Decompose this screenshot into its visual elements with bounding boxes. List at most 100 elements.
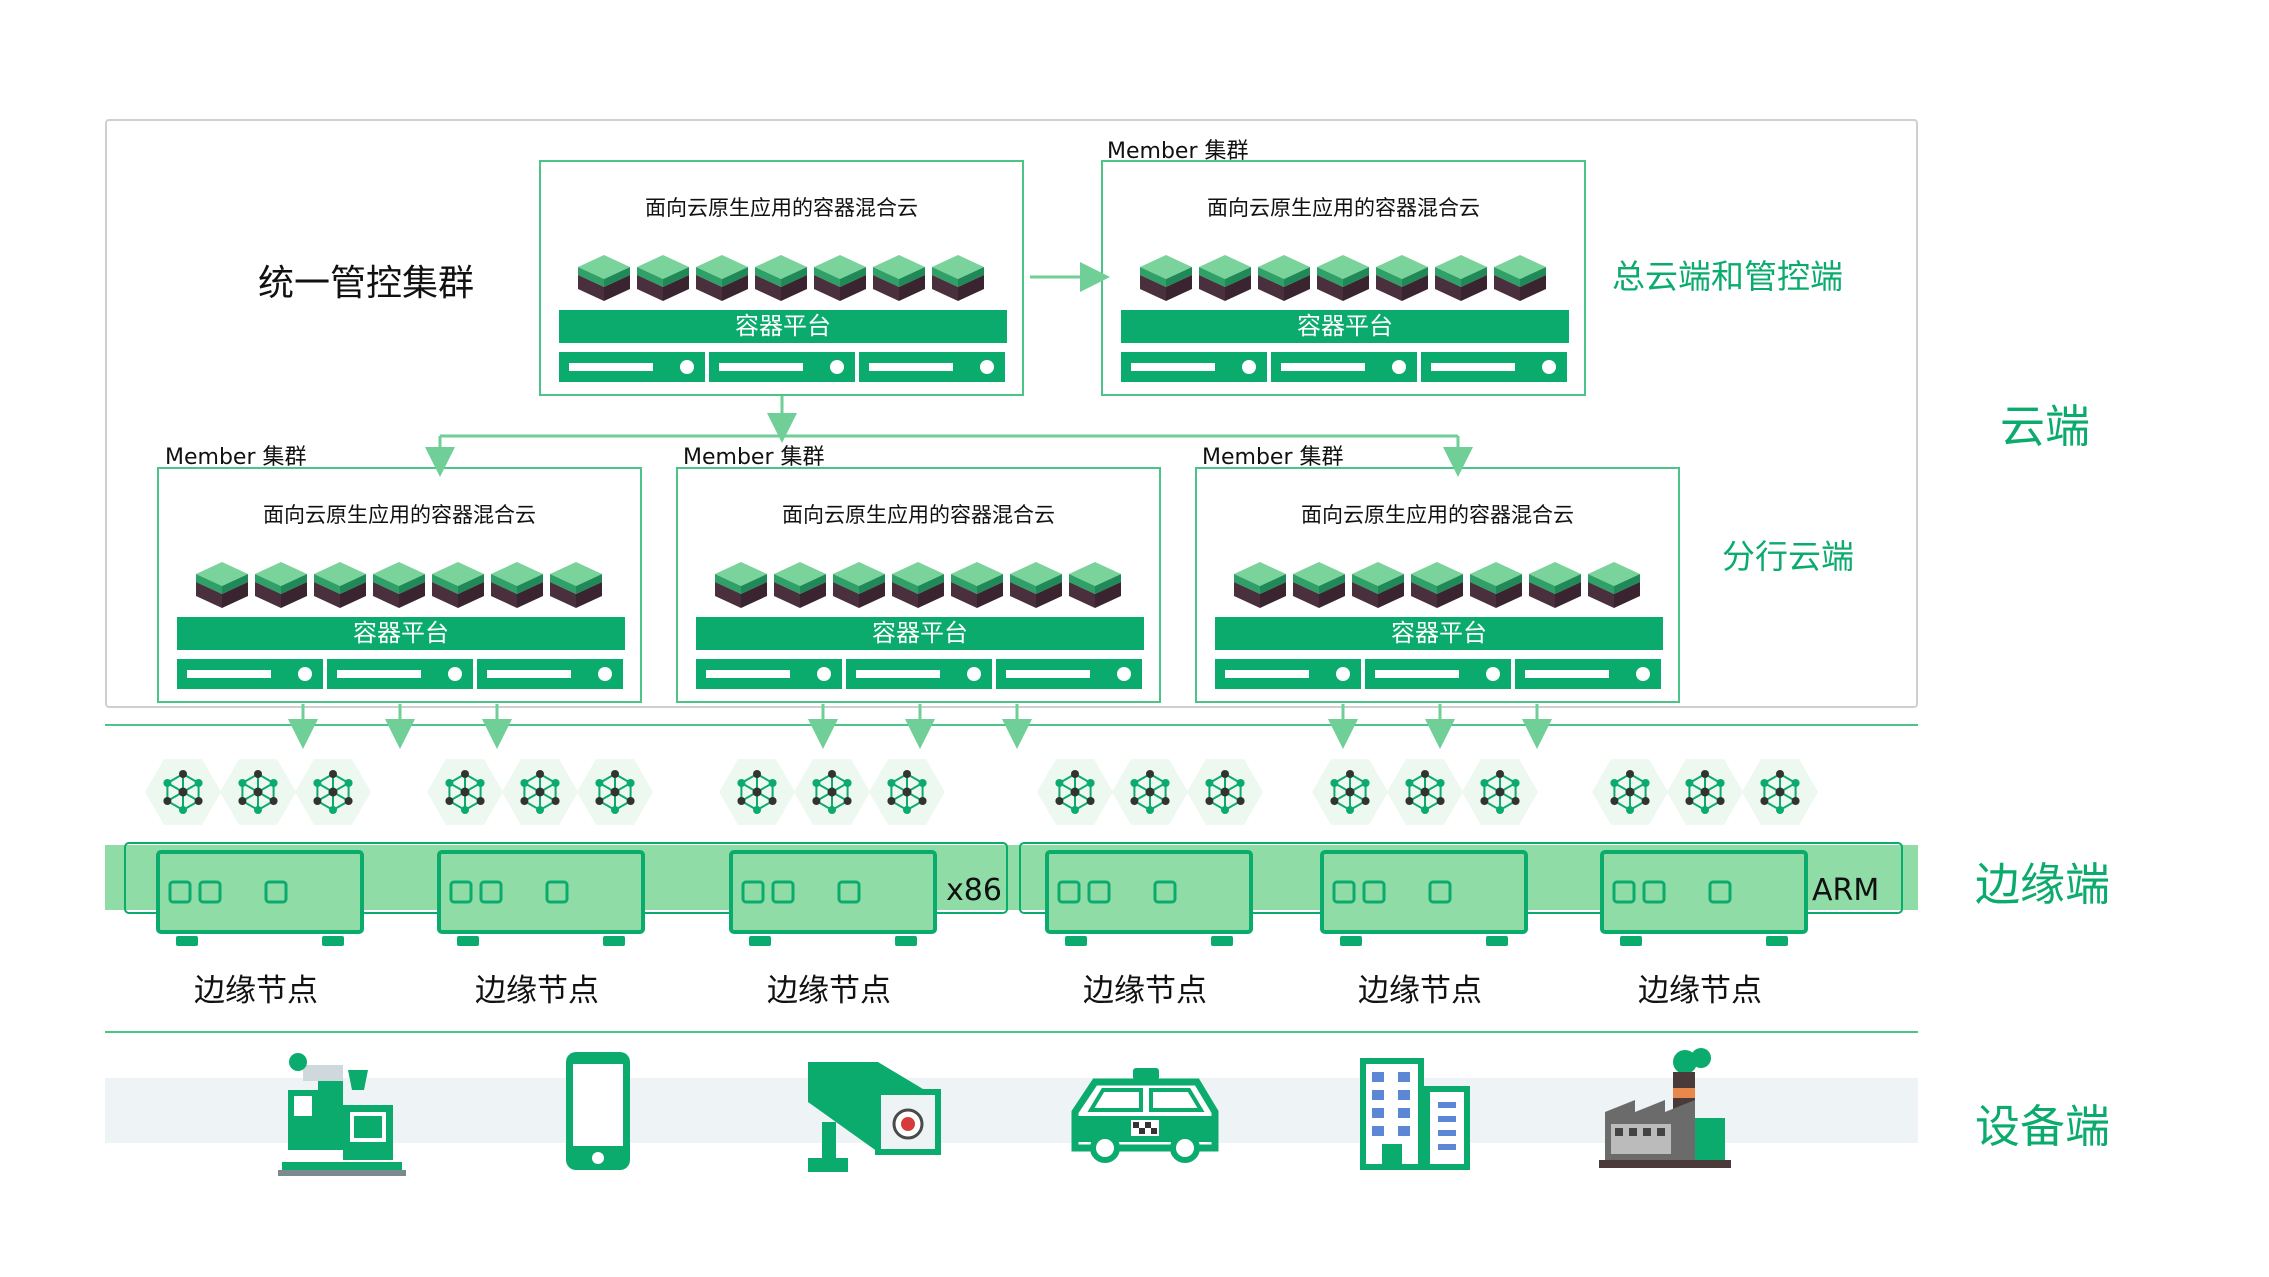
server-unit-icon bbox=[1365, 659, 1511, 689]
pod-hex-icon bbox=[1112, 759, 1188, 825]
label-cloud-tier: 云端 bbox=[2000, 400, 2091, 453]
label-branch-cloud: 分行云端 bbox=[1722, 537, 1854, 576]
pod-hex-icon bbox=[145, 759, 221, 825]
label-headquarters-cloud: 总云端和管控端 bbox=[1612, 257, 1843, 296]
pod-hex-icon bbox=[220, 759, 296, 825]
pod-hex-icon bbox=[719, 759, 795, 825]
container-cube-icon bbox=[1352, 562, 1404, 608]
server-rack bbox=[559, 352, 1005, 382]
edge-node-icon bbox=[156, 850, 364, 946]
server-unit-icon bbox=[996, 659, 1142, 689]
edge-node-icon bbox=[1320, 850, 1528, 946]
server-unit-icon bbox=[327, 659, 473, 689]
container-cube-icon bbox=[1140, 255, 1192, 301]
container-cube-icon bbox=[255, 562, 307, 608]
pod-hex-icon bbox=[1592, 759, 1668, 825]
container-cube-icon bbox=[774, 562, 826, 608]
pod-hex-groups bbox=[145, 759, 1818, 825]
container-cube-icon bbox=[432, 562, 484, 608]
label-device-tier: 设备端 bbox=[1975, 1100, 2111, 1153]
arch-label-arm: ARM bbox=[1812, 873, 1880, 908]
edge-node-label: 边缘节点 bbox=[1358, 973, 1482, 1009]
container-cube-icon bbox=[892, 562, 944, 608]
server-unit-icon bbox=[1215, 659, 1361, 689]
cluster-branch-1: 面向云原生应用的容器混合云 容器平台 bbox=[157, 467, 642, 703]
member-cluster-label-branch-3: Member 集群 bbox=[1202, 445, 1344, 470]
container-cube-icon bbox=[1494, 255, 1546, 301]
pod-hex-icon bbox=[295, 759, 371, 825]
edge-node-icon bbox=[729, 850, 937, 946]
container-cube-icon bbox=[696, 255, 748, 301]
pod-hex-icon bbox=[427, 759, 503, 825]
edge-nodes bbox=[156, 850, 1808, 946]
container-cube-icon bbox=[1234, 562, 1286, 608]
edge-node-label: 边缘节点 bbox=[1638, 973, 1762, 1009]
container-cube-icon bbox=[932, 255, 984, 301]
pod-hex-icon bbox=[502, 759, 578, 825]
pod-hex-icon bbox=[1387, 759, 1463, 825]
container-cube-icon bbox=[1435, 255, 1487, 301]
container-platform-bar: 容器平台 bbox=[696, 617, 1144, 650]
pod-hex-icon bbox=[869, 759, 945, 825]
container-cube-icon bbox=[637, 255, 689, 301]
edge-node-label: 边缘节点 bbox=[767, 973, 891, 1009]
container-platform-bar: 容器平台 bbox=[177, 617, 625, 650]
cluster-branch-3: 面向云原生应用的容器混合云 容器平台 bbox=[1195, 467, 1680, 703]
pod-hex-icon bbox=[1037, 759, 1113, 825]
container-cube-icon bbox=[1317, 255, 1369, 301]
container-cube-icon bbox=[873, 255, 925, 301]
server-unit-icon bbox=[709, 352, 855, 382]
container-cubes bbox=[1140, 255, 1546, 301]
server-unit-icon bbox=[559, 352, 705, 382]
cluster-title: 面向云原生应用的容器混合云 bbox=[782, 503, 1055, 527]
cluster-management: 面向云原生应用的容器混合云 容器平台 bbox=[539, 160, 1024, 396]
cluster-title: 面向云原生应用的容器混合云 bbox=[645, 196, 918, 220]
server-unit-icon bbox=[177, 659, 323, 689]
factory-icon bbox=[1599, 1048, 1731, 1168]
arch-label-x86: x86 bbox=[946, 873, 1002, 908]
container-cube-icon bbox=[1069, 562, 1121, 608]
container-cubes bbox=[715, 562, 1121, 608]
server-rack bbox=[1215, 659, 1661, 689]
member-cluster-label-branch-1: Member 集群 bbox=[165, 445, 307, 470]
edge-arrows bbox=[288, 704, 1552, 749]
container-cube-icon bbox=[1470, 562, 1522, 608]
container-cube-icon bbox=[755, 255, 807, 301]
pod-hex-icon bbox=[1742, 759, 1818, 825]
container-cube-icon bbox=[373, 562, 425, 608]
edge-node-icon bbox=[1600, 850, 1808, 946]
edge-node-label: 边缘节点 bbox=[194, 973, 318, 1009]
container-cube-icon bbox=[1258, 255, 1310, 301]
cluster-title: 面向云原生应用的容器混合云 bbox=[1207, 196, 1480, 220]
pod-hex-icon bbox=[1462, 759, 1538, 825]
pod-hex-icon bbox=[1187, 759, 1263, 825]
container-cube-icon bbox=[196, 562, 248, 608]
container-platform-bar: 容器平台 bbox=[1121, 310, 1569, 343]
container-cube-icon bbox=[1010, 562, 1062, 608]
edge-node-icon bbox=[1045, 850, 1253, 946]
server-rack bbox=[177, 659, 623, 689]
pod-hex-icon bbox=[1667, 759, 1743, 825]
server-unit-icon bbox=[477, 659, 623, 689]
server-unit-icon bbox=[1421, 352, 1567, 382]
industrial-machine-icon bbox=[278, 1053, 406, 1176]
container-cube-icon bbox=[1529, 562, 1581, 608]
building-icon bbox=[1360, 1058, 1470, 1170]
security-camera-icon bbox=[808, 1062, 941, 1172]
server-unit-icon bbox=[846, 659, 992, 689]
member-cluster-label-branch-2: Member 集群 bbox=[683, 445, 825, 470]
server-unit-icon bbox=[859, 352, 1005, 382]
edge-node-label: 边缘节点 bbox=[1083, 973, 1207, 1009]
member-cluster-label-top: Member 集群 bbox=[1107, 139, 1249, 164]
cluster-title: 面向云原生应用的容器混合云 bbox=[1301, 503, 1574, 527]
server-unit-icon bbox=[696, 659, 842, 689]
container-cube-icon bbox=[1199, 255, 1251, 301]
container-cubes bbox=[196, 562, 602, 608]
container-cube-icon bbox=[550, 562, 602, 608]
container-cube-icon bbox=[1293, 562, 1345, 608]
container-cube-icon bbox=[1376, 255, 1428, 301]
container-cube-icon bbox=[814, 255, 866, 301]
edge-node-icon bbox=[437, 850, 645, 946]
container-platform-bar: 容器平台 bbox=[1215, 617, 1663, 650]
cluster-title: 面向云原生应用的容器混合云 bbox=[263, 503, 536, 527]
